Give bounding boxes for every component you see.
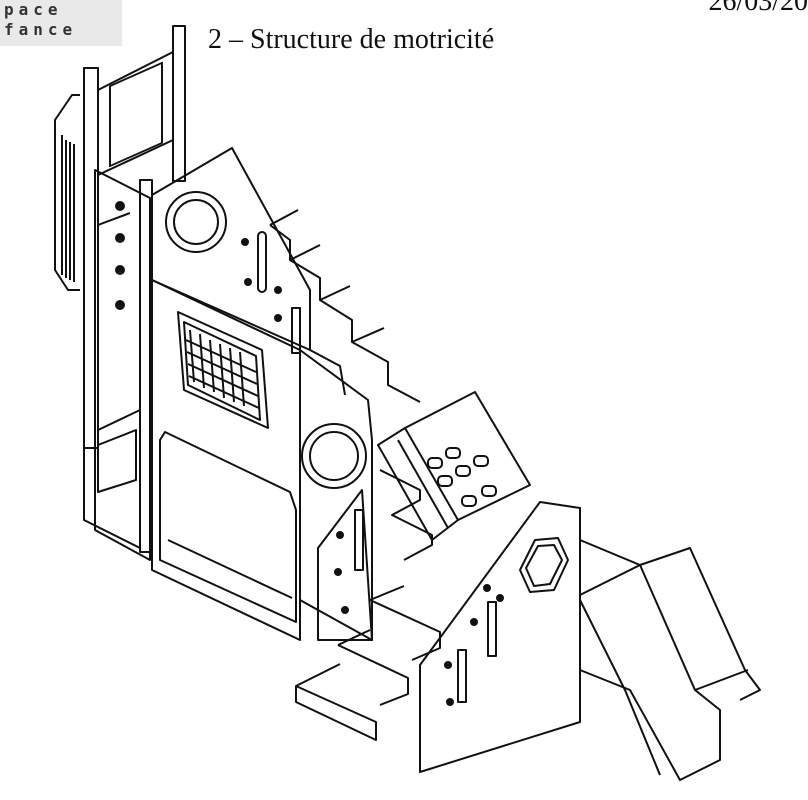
date-fragment: 26/03/20: [708, 0, 808, 17]
climbing-ramp: [377, 391, 531, 541]
logo-text-top: pace: [4, 0, 63, 19]
logo-text-bottom: fance: [4, 20, 78, 39]
front-panel: [151, 279, 301, 641]
upper-stairs: [269, 209, 421, 403]
lower-stairs: [295, 469, 441, 741]
play-structure-drawing: [54, 25, 761, 781]
slide: [579, 539, 761, 781]
climbing-wall: [54, 94, 80, 291]
octagon-panel: [299, 349, 373, 641]
logo: pace fance: [0, 0, 122, 46]
front-tower-panel: [419, 501, 581, 773]
tower-side-panel: [94, 169, 153, 561]
back-tower: [83, 25, 186, 549]
lower-left-panel: [317, 489, 373, 641]
page-title: 2 – Structure de motricité: [208, 24, 495, 55]
triangular-panel: [151, 147, 311, 354]
